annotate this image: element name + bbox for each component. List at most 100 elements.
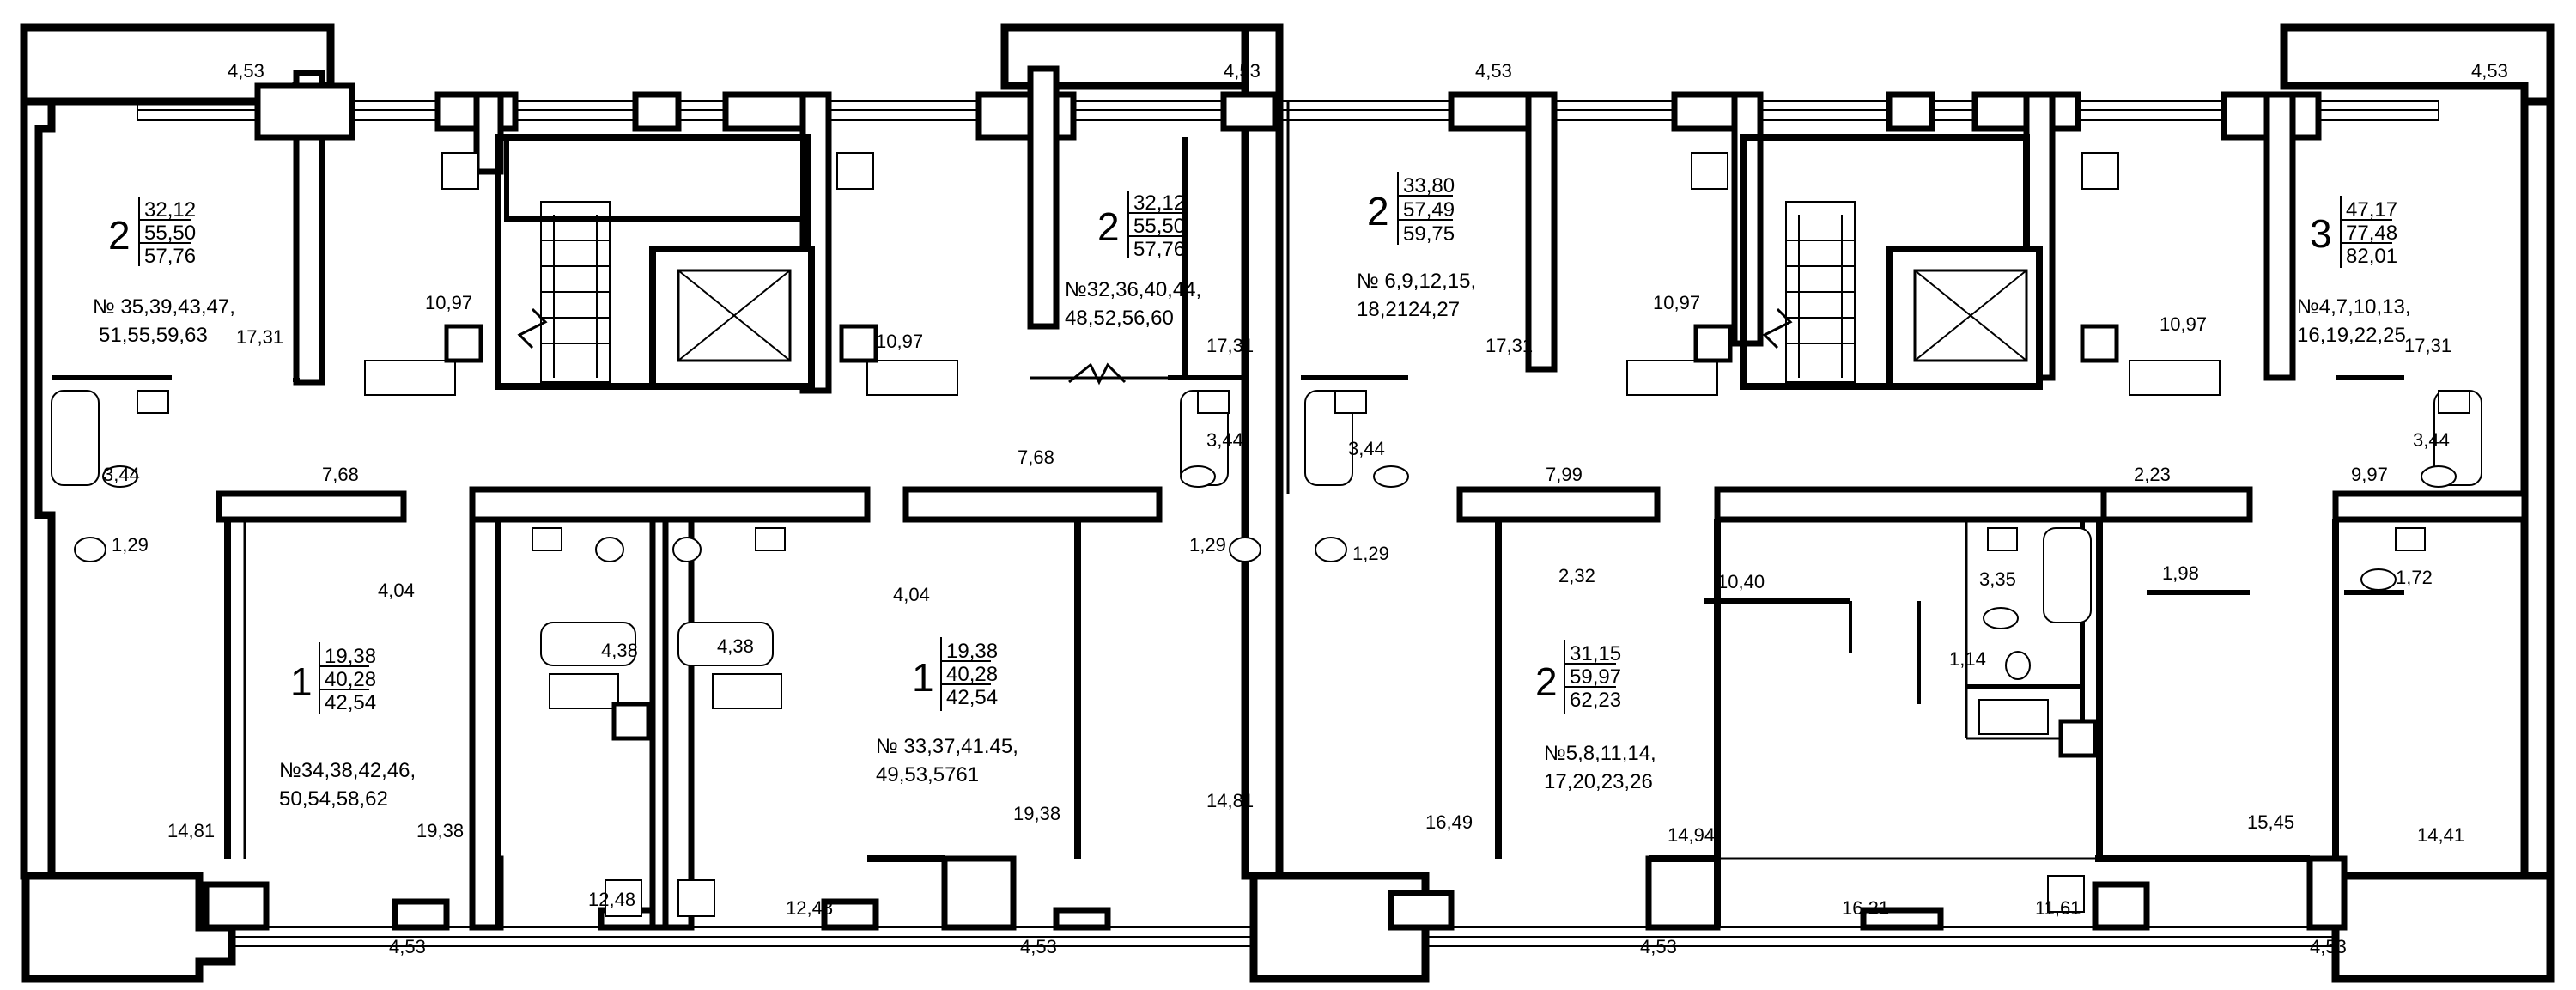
fixtures: [51, 152, 2482, 917]
room-area-label: 4,38: [601, 640, 638, 661]
apartment-numbers: 18,2124,27: [1357, 298, 1460, 321]
room-area-label: 3,44: [1348, 438, 1385, 459]
room-area-label: 12,48: [786, 897, 833, 919]
living-area: 31,15: [1570, 642, 1621, 665]
room-area-label: 11,61: [2035, 897, 2081, 919]
room-area-label: 14,41: [2417, 824, 2464, 846]
room-area-label: 10,97: [425, 292, 472, 313]
total-area: 59,97: [1570, 665, 1621, 689]
room-count: 1: [912, 655, 934, 700]
living-area: 19,38: [946, 640, 998, 663]
apartment-numbers: 17,20,23,26: [1544, 770, 1653, 793]
room-area-label: 4,38: [717, 635, 754, 657]
balcony-area-label: 4,53: [1640, 936, 1677, 957]
room-area-label: 17,31: [2404, 335, 2451, 356]
room-area-label: 14,81: [167, 820, 215, 841]
apartment-numbers: №5,8,11,14,: [1544, 742, 1656, 765]
room-area-label: 1,98: [2162, 562, 2199, 584]
elevator-shaft-2: [1913, 269, 2028, 362]
balcony-area-label: 4,53: [1224, 60, 1261, 82]
total-area-with-balcony: 57,76: [1133, 238, 1185, 261]
total-area-with-balcony: 57,76: [144, 245, 196, 268]
outer-walls: [20, 23, 2555, 983]
room-area-label: 14,94: [1668, 824, 1715, 846]
room-area-label: 7,68: [1018, 446, 1054, 468]
room-count: 2: [1367, 189, 1389, 234]
room-labels: 17,31 10,97 10,97 17,31 17,31 10,97 10,9…: [103, 292, 2464, 919]
total-area: 77,48: [2346, 222, 2397, 245]
living-area: 33,80: [1403, 174, 1455, 197]
room-count: 2: [1097, 204, 1120, 249]
balcony-area-label: 4,53: [2310, 936, 2347, 957]
room-area-label: 3,44: [2413, 429, 2450, 451]
room-area-label: 10,97: [2160, 313, 2207, 335]
facade-piers-top: [254, 65, 2322, 394]
room-area-label: 9,97: [2351, 464, 2388, 485]
room-area-label: 17,31: [1485, 335, 1533, 356]
living-area: 19,38: [325, 645, 376, 668]
stair-1: [540, 201, 611, 383]
living-area: 32,12: [144, 198, 196, 222]
room-area-label: 3,35: [1979, 568, 2016, 590]
room-area-label: 1,14: [1949, 648, 1986, 670]
room-area-label: 19,38: [416, 820, 464, 841]
balcony-area-label: 4,53: [389, 936, 426, 957]
room-area-label: 10,97: [1653, 292, 1700, 313]
room-count: 3: [2310, 211, 2332, 256]
apartment-numbers: № 6,9,12,15,: [1357, 270, 1476, 293]
total-area: 55,50: [144, 222, 196, 245]
balcony-area-label: 4,53: [1475, 60, 1512, 82]
apartment-numbers: № 35,39,43,47,: [93, 295, 235, 319]
total-area: 55,50: [1133, 215, 1185, 238]
room-area-label: 2,32: [1558, 565, 1595, 586]
total-area: 40,28: [325, 668, 376, 691]
room-area-label: 17,31: [1206, 335, 1254, 356]
room-area-label: 4,04: [893, 584, 930, 605]
living-area: 32,12: [1133, 191, 1185, 215]
total-area-with-balcony: 42,54: [325, 691, 376, 714]
room-area-label: 1,72: [2396, 567, 2433, 588]
cooktop-icons: [441, 152, 2119, 917]
room-area-label: 16,21: [1842, 897, 1889, 919]
apartment-info: 2 32,12 55,50 57,76 № 35,39,43,47, 51,55…: [93, 197, 235, 347]
total-area-with-balcony: 42,54: [946, 686, 998, 709]
room-count: 2: [1535, 659, 1558, 704]
stair-2: [1785, 201, 1856, 383]
interior-walls: [52, 101, 2528, 931]
total-area: 40,28: [946, 663, 998, 686]
room-area-label: 4,04: [378, 580, 415, 601]
apartment-numbers: 50,54,58,62: [279, 787, 388, 811]
room-area-label: 16,49: [1425, 811, 1473, 833]
balcony-area-label: 4,53: [2471, 60, 2508, 82]
apartment-numbers: № 33,37,41.45,: [876, 735, 1018, 758]
room-area-label: 17,31: [236, 326, 283, 348]
room-area-label: 19,38: [1013, 803, 1060, 824]
room-area-label: 1,29: [1352, 543, 1389, 564]
room-area-label: 7,68: [322, 464, 359, 485]
elevator-shaft-1: [677, 269, 792, 362]
total-area-with-balcony: 82,01: [2346, 245, 2397, 268]
balcony-area-label: 4,53: [228, 60, 264, 82]
room-area-label: 10,97: [876, 331, 923, 352]
room-area-label: 14,81: [1206, 790, 1254, 811]
apartment-numbers: 49,53,5761: [876, 763, 979, 787]
apartment-info: 2 32,12 55,50 57,76 №32,36,40,44, 48,52,…: [1065, 191, 1201, 330]
total-area-with-balcony: 62,23: [1570, 689, 1621, 712]
apartment-info: 3 47,17 77,48 82,01 №4,7,10,13, 16,19,22…: [2297, 196, 2411, 347]
total-area-with-balcony: 59,75: [1403, 222, 1455, 246]
room-area-label: 2,23: [2134, 464, 2171, 485]
total-area: 57,49: [1403, 198, 1455, 222]
apartment-info: 2 31,15 59,97 62,23 №5,8,11,14, 17,20,23…: [1535, 640, 1656, 793]
room-area-label: 15,45: [2247, 811, 2294, 833]
room-area-label: 7,99: [1546, 464, 1583, 485]
room-area-label: 1,29: [1189, 534, 1226, 556]
balcony-area-label: 4,53: [1020, 936, 1057, 957]
living-area: 47,17: [2346, 198, 2397, 222]
room-area-label: 12,48: [588, 889, 635, 910]
room-count: 2: [108, 213, 131, 258]
apartment-numbers: №34,38,42,46,: [279, 759, 416, 782]
room-area-label: 3,44: [1206, 429, 1243, 451]
apartment-numbers: 48,52,56,60: [1065, 307, 1174, 330]
apartment-info: 1 19,38 40,28 42,54 № 33,37,41.45, 49,53…: [876, 637, 1018, 787]
